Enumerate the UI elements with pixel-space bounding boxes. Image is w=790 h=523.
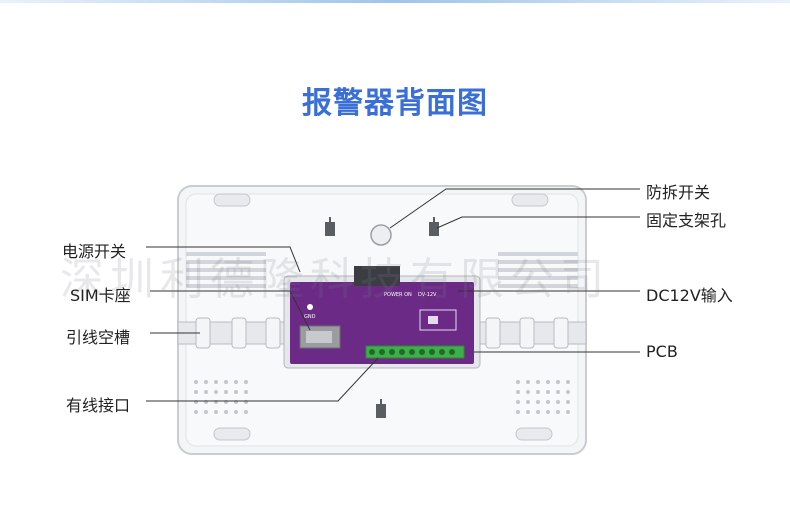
leader-tamper <box>389 188 640 229</box>
pcb-power-text: POWER ON <box>384 292 412 298</box>
label-tamper-switch: 防拆开关 <box>646 183 711 202</box>
label-mount-hole: 固定支架孔 <box>646 211 727 230</box>
wire-groove-left <box>177 317 297 349</box>
top-divider <box>0 0 790 3</box>
label-wire-groove: 引线空槽 <box>66 328 131 347</box>
pcb-gnd-text: GND <box>304 314 316 320</box>
watermark: 深圳利德隆科技有限公司 <box>60 254 610 305</box>
tamper-switch <box>370 224 392 246</box>
vent-left <box>186 252 266 288</box>
foot-top-right <box>511 193 549 207</box>
label-dc-input: DC12V输入 <box>646 286 733 305</box>
foot-top-left <box>213 193 251 207</box>
pcb-dc-text: DV-12V <box>418 292 437 298</box>
speaker-grille-right <box>516 380 570 414</box>
wire-groove-right <box>469 317 587 349</box>
mount-hole-left <box>325 217 335 236</box>
mount-hole-right <box>429 217 439 236</box>
leader-wired <box>146 357 379 402</box>
page-title: 报警器背面图 <box>302 86 488 121</box>
leader-power <box>146 246 301 273</box>
power-switch <box>354 266 400 286</box>
label-power-switch: 电源开关 <box>62 242 127 261</box>
foot-bottom-right <box>515 427 553 441</box>
label-sim-slot: SIM卡座 <box>70 286 131 305</box>
leader-sim <box>150 290 311 331</box>
mount-hole-bottom <box>376 399 386 418</box>
label-pcb: PCB <box>646 342 678 361</box>
leader-mount <box>436 216 640 229</box>
vent-right <box>498 252 578 288</box>
foot-bottom-left <box>213 427 251 441</box>
label-wired-port: 有线接口 <box>66 396 131 415</box>
